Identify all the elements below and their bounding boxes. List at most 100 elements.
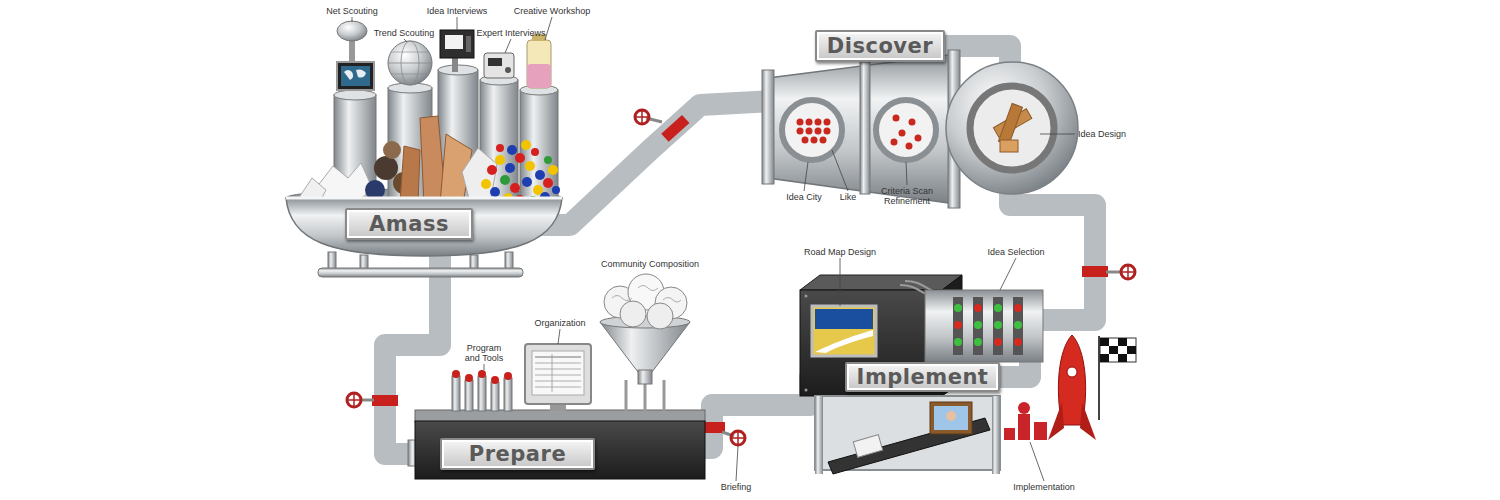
- collected-material: [525, 161, 535, 171]
- stage-name: Discover: [827, 34, 933, 58]
- collected-material: [521, 140, 531, 150]
- monitor: [535, 381, 581, 382]
- porthole-window: [909, 119, 916, 126]
- funnel-chamber: [762, 50, 960, 208]
- pipe-valve: [1127, 265, 1129, 279]
- collected-material: [552, 186, 560, 194]
- part-label: Expert Interviews: [476, 28, 545, 38]
- checkered-flag: [1118, 338, 1127, 346]
- game-figures: [1004, 428, 1015, 440]
- selection-panel: [925, 290, 1043, 362]
- collected-material: [495, 155, 505, 165]
- pipe-valve: [661, 115, 689, 142]
- monitor: [535, 363, 581, 364]
- collected-material: [548, 165, 558, 175]
- leader-line: [1000, 258, 1016, 290]
- selection-panel: [973, 297, 983, 355]
- tool-knobs: [465, 374, 473, 382]
- game-figures: [1018, 414, 1030, 440]
- workbench: [415, 421, 705, 479]
- part-label: Criteria Scan Refinement: [876, 186, 938, 206]
- leader-line: [545, 17, 552, 40]
- porthole-window: [824, 128, 831, 135]
- leader-line: [457, 17, 458, 30]
- part-label: Community Composition: [601, 259, 699, 269]
- part-label: Briefing: [721, 482, 752, 492]
- pipe-valve: [731, 431, 745, 445]
- porthole-window: [806, 119, 813, 126]
- leader-line: [352, 17, 1075, 481]
- stage-plate: Prepare: [440, 438, 595, 470]
- porthole-window: [876, 100, 936, 160]
- selection-panel: [954, 304, 962, 312]
- monitor: [532, 351, 584, 395]
- collector-bowl: [286, 198, 562, 277]
- control-cabinet: [800, 275, 962, 290]
- globe-device: [392, 52, 428, 53]
- collected-material: [481, 179, 491, 189]
- stage-name: Amass: [369, 212, 449, 236]
- porthole-window: [811, 137, 818, 144]
- selection-panel: [994, 304, 1002, 312]
- porthole-window: [806, 128, 813, 135]
- porthole-window: [891, 139, 898, 146]
- conveyor-belt: [934, 406, 968, 430]
- pipe-valve: [641, 110, 643, 124]
- brain-funnel: [600, 274, 690, 411]
- selection-panel: [974, 304, 982, 312]
- rocket: [1048, 402, 1064, 440]
- selection-panel: [954, 338, 962, 346]
- pipe-valve: [699, 422, 745, 445]
- monitor: [535, 375, 581, 376]
- tool-knobs: [465, 380, 473, 411]
- collected-material: [543, 178, 553, 188]
- recorder-device: [480, 80, 518, 200]
- monitor: [525, 344, 591, 411]
- part-label: Idea Interviews: [427, 6, 488, 16]
- brain-funnel: [638, 370, 652, 384]
- recorder-device: [488, 58, 502, 66]
- porthole-window: [824, 119, 831, 126]
- control-cabinet: [805, 389, 808, 392]
- leader-line: [804, 162, 808, 191]
- pipe-valve: [372, 395, 398, 406]
- collector-bowl: [318, 268, 523, 277]
- roadmap-screen: [812, 306, 876, 356]
- satellite-device: [344, 69, 366, 80]
- leader-line: [1040, 134, 1075, 135]
- pipe-valve: [737, 431, 739, 445]
- collected-material: [400, 146, 420, 204]
- part-label: Idea Design: [1078, 129, 1126, 139]
- monitor: [535, 387, 581, 388]
- stage-plate: Amass: [345, 208, 473, 240]
- selection-panel: [1014, 338, 1022, 346]
- collected-material: [522, 177, 532, 187]
- porthole-window: [893, 115, 900, 122]
- tool-knobs: [452, 370, 512, 411]
- globe-device: [388, 63, 432, 64]
- recorder-device: [484, 53, 514, 78]
- machine-stand: [992, 396, 1000, 474]
- control-cabinet: [805, 295, 808, 298]
- part-label: Implementation: [1013, 482, 1075, 492]
- brain-funnel: [625, 380, 628, 411]
- globe-device: [392, 74, 428, 75]
- stage-name: Implement: [857, 365, 989, 389]
- porthole-window: [820, 137, 827, 144]
- porthole-window: [876, 100, 936, 160]
- conveyor-belt: [853, 435, 882, 458]
- tool-knobs: [504, 372, 512, 380]
- game-figures: [1018, 402, 1030, 414]
- collected-material: [507, 145, 517, 155]
- monitor: [525, 344, 591, 404]
- brain-funnel: [620, 301, 646, 327]
- selection-panel: [1014, 304, 1022, 312]
- collected-material: [383, 141, 401, 159]
- brain-funnel: [600, 322, 690, 372]
- leader-line: [484, 364, 485, 370]
- porthole-window: [815, 119, 822, 126]
- stage-plate: Implement: [845, 362, 1000, 392]
- satellite-device: [349, 40, 355, 62]
- selection-panel: [974, 338, 982, 346]
